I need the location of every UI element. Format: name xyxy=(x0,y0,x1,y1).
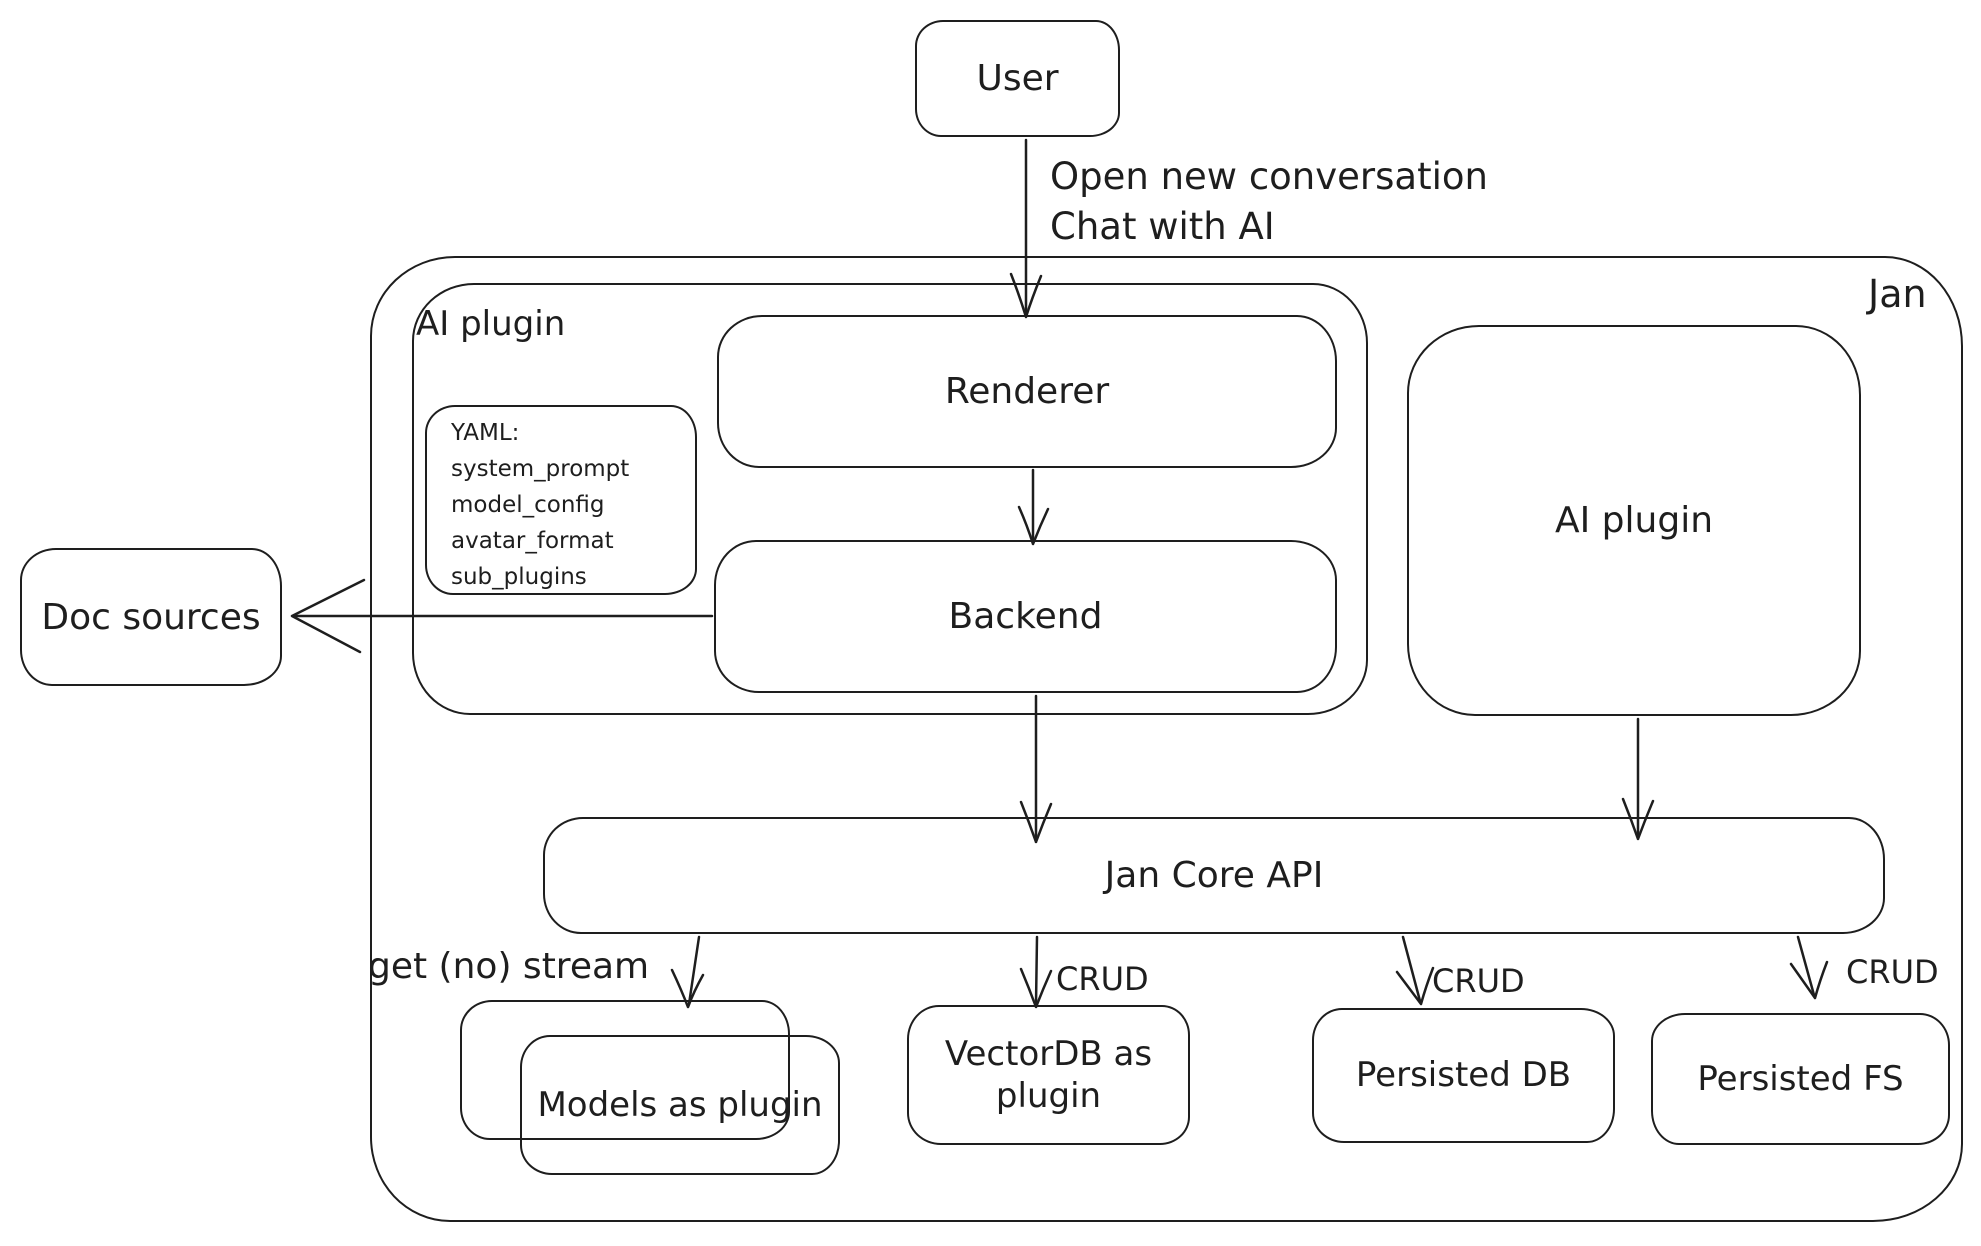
arrow-api-to-models-arrowhead xyxy=(670,968,705,1009)
arrow-api-to-persisted-db xyxy=(1401,935,1422,1003)
arrow-renderer-to-backend-arrowhead xyxy=(1017,505,1050,546)
node-vectordb-label: VectorDB as plugin xyxy=(944,1033,1153,1117)
edge-label-crud-persisted-fs: CRUD xyxy=(1846,953,1939,991)
edge-label-crud-persisted-db: CRUD xyxy=(1432,962,1525,1000)
node-models-back-outline xyxy=(460,1000,790,1140)
node-vectordb: VectorDB as plugin xyxy=(907,1005,1190,1145)
container-ai-plugin-left-label: AI plugin xyxy=(416,304,566,344)
node-jan-core-api: Jan Core API xyxy=(543,817,1885,934)
node-persisted-db: Persisted DB xyxy=(1312,1008,1615,1143)
arrow-api-to-persisted-fs-arrowhead xyxy=(1789,960,1829,1000)
yaml-note-line: model_config xyxy=(451,492,605,518)
node-jan-core-api-label: Jan Core API xyxy=(1104,855,1324,896)
arrow-backend-to-jan-core-api-arrowhead xyxy=(1019,800,1053,844)
arrow-user-to-renderer-arrowhead xyxy=(1009,272,1043,319)
edge-label-user-to-renderer: Open new conversation Chat with AI xyxy=(1050,152,1488,252)
node-persisted-fs: Persisted FS xyxy=(1651,1013,1950,1145)
node-backend-label: Backend xyxy=(948,596,1103,637)
node-ai-plugin-right: AI plugin xyxy=(1407,325,1861,716)
node-renderer-label: Renderer xyxy=(944,371,1110,412)
edge-label-user-line1: Open new conversation xyxy=(1050,155,1488,198)
node-models-label: Models as plugin xyxy=(537,1084,823,1125)
edge-label-user-line2: Chat with AI xyxy=(1050,205,1275,248)
arrow-api-to-vectordb-arrowhead xyxy=(1019,967,1053,1009)
yaml-note: YAML: system_prompt model_config avatar_… xyxy=(425,405,697,595)
arrow-ai-plugin-to-jan-core-api-arrowhead xyxy=(1621,797,1655,841)
node-models: Models as plugin xyxy=(520,1035,840,1175)
yaml-note-line: avatar_format xyxy=(451,528,614,554)
node-persisted-db-label: Persisted DB xyxy=(1355,1055,1572,1096)
node-ai-plugin-right-label: AI plugin xyxy=(1554,500,1714,541)
arrow-api-to-models xyxy=(687,935,701,1006)
node-user-label: User xyxy=(976,58,1059,99)
yaml-note-line: system_prompt xyxy=(451,456,630,482)
node-doc-sources-label: Doc sources xyxy=(41,596,261,638)
arrow-api-to-vectordb xyxy=(1034,935,1039,1006)
node-persisted-fs-label: Persisted FS xyxy=(1697,1058,1904,1099)
node-doc-sources: Doc sources xyxy=(20,548,282,686)
arrow-backend-to-doc-sources-arrowhead xyxy=(290,578,366,654)
container-ai-plugin-left xyxy=(412,283,1368,715)
edge-label-crud-vectordb: CRUD xyxy=(1056,960,1149,998)
container-jan xyxy=(370,256,1963,1222)
node-user: User xyxy=(915,20,1120,137)
arrow-api-to-persisted-db-arrowhead xyxy=(1395,966,1435,1006)
arrow-api-to-persisted-fs xyxy=(1796,935,1816,997)
edge-label-get-no-stream: get (no) stream xyxy=(368,946,650,987)
node-backend: Backend xyxy=(714,540,1337,693)
yaml-note-line: YAML: xyxy=(451,420,520,446)
container-jan-label: Jan xyxy=(1868,272,1927,316)
yaml-note-line: sub_plugins xyxy=(451,564,587,590)
